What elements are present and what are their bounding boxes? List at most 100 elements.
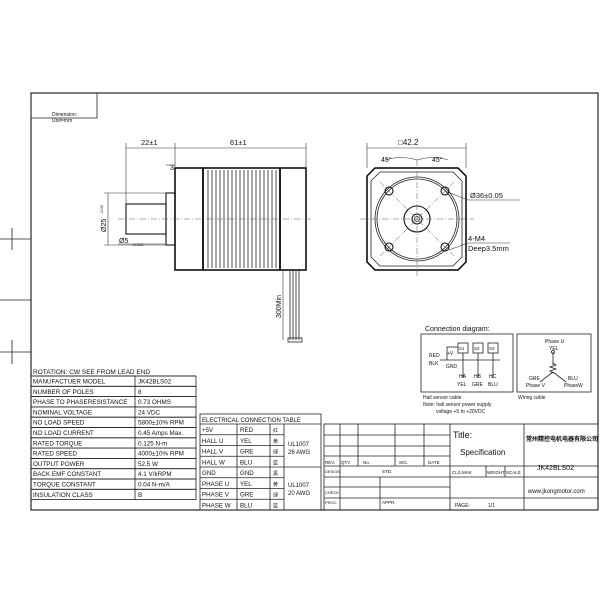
elec-color-cn: 黑 xyxy=(273,471,278,477)
spec-label: NO LOAD CURRENT xyxy=(33,430,94,437)
date-label: DATE xyxy=(428,460,440,465)
lead-wires xyxy=(287,270,303,343)
phase-v-label: Phase V xyxy=(526,383,546,389)
mount-hole-tl xyxy=(384,186,394,196)
dim-25: Ø25 xyxy=(101,219,108,232)
dim-25-tol: -0.05 xyxy=(99,204,104,214)
spec-value: 4.1 V/kRPM xyxy=(138,471,172,478)
side-view: 22±1 61±1 3 Ø25 -0.05 Ø5 -0.012 300Min xyxy=(99,138,312,343)
s3-label: S3 xyxy=(489,346,495,351)
elec-color: YEL xyxy=(240,481,252,488)
cable-1-type: UL1007 xyxy=(288,442,310,448)
company-name: 常州精控电机电器有限公司 xyxy=(526,435,598,443)
spec-value: 4000±10% RPM xyxy=(138,451,184,458)
phase-yel-label: YEL xyxy=(549,346,559,352)
elec-signal: +5V xyxy=(202,427,214,434)
page-label: PAGE: xyxy=(455,503,470,509)
elec-signal: PHASE V xyxy=(202,492,230,499)
std-label: STD. xyxy=(382,469,392,474)
connection-title: Connection diagram: xyxy=(425,326,490,333)
hc-label: HC xyxy=(489,374,497,380)
blu-label: BLU xyxy=(488,382,498,388)
spec-label: NO LOAD SPEED xyxy=(33,420,85,427)
elec-signal: HALL V xyxy=(202,449,224,456)
elec-color-cn: 绿 xyxy=(273,449,278,456)
proc-label: PROC. xyxy=(325,500,338,505)
model-number: JK42BLS02 xyxy=(537,465,574,472)
phase-w-label: PhaseW xyxy=(564,383,583,389)
elec-color: BLU xyxy=(240,502,252,509)
gre-label: GRE xyxy=(472,382,484,388)
spec-label: RATED TORQUE xyxy=(33,440,82,447)
spec-label: INSULATION CLASS xyxy=(33,492,93,499)
dim-square: □42.2 xyxy=(398,138,419,147)
elec-color: YEL xyxy=(240,438,252,445)
spec-value: 52.5 W xyxy=(138,461,158,468)
note-line-2: voltage +5 to +20VDC xyxy=(436,409,486,415)
scale-label: SCALE xyxy=(506,470,521,475)
spec-label: TORQUE CONSTANT xyxy=(33,482,96,489)
elec-color-cn: 黄 xyxy=(273,438,278,445)
cable-1-awg: 26 AWG xyxy=(288,450,310,456)
elec-signal: PHASE U xyxy=(202,481,229,488)
hall-sensor-box xyxy=(420,333,514,393)
gnd-label: GND xyxy=(446,364,458,370)
spec-value: 0.73 OHMS xyxy=(138,399,171,406)
thread-depth: Deep3.5mm xyxy=(468,244,509,253)
winding-box xyxy=(516,333,592,393)
elec-signal: GND xyxy=(202,470,216,477)
hb-label: HB xyxy=(474,374,482,380)
electrical-title: ELECTRICAL CONNECTION TABLE xyxy=(202,418,301,424)
title-label: Title: xyxy=(453,430,472,440)
weight-label: WEIGHT xyxy=(487,470,505,475)
elec-signal: HALL U xyxy=(202,438,223,445)
specification-text: Specification xyxy=(460,448,505,457)
spec-table: ROTATION: CW SEE FROM LEAD END MANUFACTU… xyxy=(30,369,197,500)
spec-label: NUMBER OF POLES xyxy=(33,389,94,396)
s1-label: S1 xyxy=(459,346,465,351)
sig-label: SIG. xyxy=(399,460,408,465)
connection-diagram: Connection diagram: S1 S2 S3 +V RED BLK … xyxy=(420,326,592,415)
spec-value: 0.125 N-m xyxy=(138,440,167,447)
elec-color: GRE xyxy=(240,492,253,499)
cls-mak-label: CLS.MAK xyxy=(452,470,472,475)
elec-color-cn: 绿 xyxy=(273,492,278,499)
rev-label: REV. xyxy=(325,460,335,465)
blk-label: BLK xyxy=(429,361,439,367)
mount-hole-tr xyxy=(440,186,450,196)
thread-spec: 4-M4 xyxy=(468,234,485,243)
spec-value: 5800±10% RPM xyxy=(138,420,184,427)
dimension-note: Dimension: xyxy=(52,112,77,118)
check-label: CHECK xyxy=(325,490,339,495)
phase-gre-label: GRE xyxy=(529,376,541,382)
angle-right: 45° xyxy=(432,156,443,164)
qty-label: QTY. xyxy=(341,460,351,465)
spec-value: 0.04 N-m/A xyxy=(138,482,171,489)
registration-marks xyxy=(0,228,31,364)
spec-label: PHASE TO PHASERESISTANCE xyxy=(33,399,127,406)
mount-hole-bl xyxy=(384,242,394,252)
rotation-note: ROTATION: CW SEE FROM LEAD END xyxy=(33,369,150,376)
phase-u-label: Phase U xyxy=(545,339,565,345)
lead-length: 300Min xyxy=(276,295,283,318)
elec-color: GRE xyxy=(240,449,253,456)
page-value: 1/1 xyxy=(488,503,495,509)
spec-label: MANUFACTUER MODEL xyxy=(33,379,106,386)
spec-value: B xyxy=(138,492,142,499)
star-winding xyxy=(539,350,567,383)
mount-hole-br xyxy=(440,242,450,252)
elec-color-cn: 蓝 xyxy=(273,502,278,509)
cable-2-type: UL1007 xyxy=(288,483,310,489)
design-label: DESIGN xyxy=(325,469,340,474)
s2-label: S2 xyxy=(474,346,480,351)
unit-note: Unit=mm xyxy=(52,118,72,124)
angle-left: 45° xyxy=(381,156,392,164)
wiring-cable-label: Wiring cable xyxy=(518,395,546,401)
spec-value: 24 VDC xyxy=(138,409,161,416)
spec-label: OUTPUT POWER xyxy=(33,461,85,468)
elec-color: GND xyxy=(240,470,254,477)
ha-label: HA xyxy=(459,374,467,380)
company-website: www.jkongmotor.com xyxy=(527,489,585,495)
spec-row xyxy=(30,488,197,500)
